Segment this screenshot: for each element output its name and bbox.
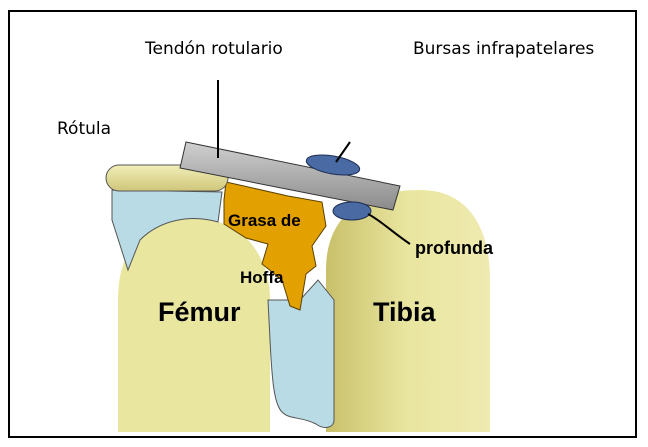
label-hoffa: Hoffa xyxy=(240,268,284,287)
deep-bursa xyxy=(333,202,371,220)
label-grasa: Grasa de xyxy=(228,211,301,230)
label-rotula: Rótula xyxy=(57,119,111,139)
label-femur: Fémur xyxy=(158,297,241,327)
label-profunda: profunda xyxy=(415,238,494,258)
label-tendon: Tendón rotulario xyxy=(144,39,283,59)
label-bursas: Bursas infrapatelares xyxy=(413,39,594,59)
label-tibia: Tibia xyxy=(373,297,437,327)
